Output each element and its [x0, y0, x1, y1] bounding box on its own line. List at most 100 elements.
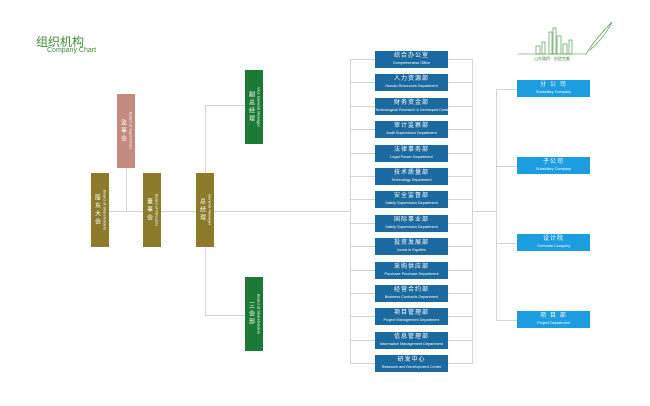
sub-connector — [496, 166, 517, 167]
general-manager-en: General Manager — [207, 194, 213, 226]
department-box-cn: 安全监督部 — [393, 192, 429, 200]
dept-connector-left — [350, 82, 375, 84]
subsidiary-box-en: Subsidiary Company — [535, 167, 572, 171]
dept-connector-left — [350, 152, 375, 154]
subsidiary-box-cn: 分 公 司 — [540, 81, 567, 88]
department-box-cn: 财务资金部 — [393, 98, 429, 106]
department-box-cn: 国际事业部 — [393, 215, 429, 223]
department-box-cn: 投资发展部 — [393, 239, 429, 247]
board-office-cn: 三会部 — [247, 302, 255, 326]
department-box-en: Purchase Purchase Department — [384, 271, 439, 276]
department-box-cn: 经营合约部 — [393, 286, 429, 293]
department-box-cn: 项目管理部 — [393, 309, 429, 317]
vice-gm-box[interactable]: Vice General Manager 副总经理 — [245, 70, 263, 144]
supervisors-en: Board of Supervisors — [128, 112, 134, 150]
dept-connector-right — [448, 105, 472, 107]
directors-en: Board of Directors — [154, 193, 160, 227]
dept-connector-left — [350, 222, 375, 224]
department-box-en: Invest in Equities — [397, 248, 426, 253]
company-logo: 山东路桥 · 创造完美 — [518, 21, 613, 61]
subsidiary-box-en: Overseas Company — [536, 244, 571, 248]
department-box-en: Comprehensive Office — [392, 61, 431, 65]
connector-main — [107, 211, 350, 212]
connector-dept-left — [350, 59, 351, 364]
dept-connector-left — [350, 269, 375, 271]
dept-connector-right — [448, 199, 472, 201]
board-office-box[interactable]: Board of Shareholders 三会部 — [245, 277, 263, 351]
subsidiary-box-en: Subsidiary Company — [535, 90, 572, 94]
connector-vice-gm — [205, 105, 245, 106]
shareholders-cn: 股东大会 — [93, 194, 101, 226]
department-box-cn: 研发中心 — [397, 356, 426, 364]
vice-gm-en: Vice General Manager — [256, 87, 262, 127]
department-box-cn: 法律事务部 — [393, 145, 429, 153]
supervisors-box[interactable]: Board of Supervisors 监事会 — [117, 94, 135, 168]
page-title: 组织机构 — [36, 35, 85, 49]
subsidiary-box-cn: 项 目 部 — [540, 312, 567, 319]
subsidiary-box-en: Project Department — [537, 321, 570, 325]
dept-connector-left — [350, 363, 375, 365]
department-box-en: Safety Supervision Department — [385, 224, 438, 229]
dept-connector-left — [350, 316, 375, 318]
connector-subs — [496, 89, 497, 320]
dept-connector-right — [448, 222, 472, 224]
department-box-en: Technological Research & Developed Cente… — [375, 107, 451, 112]
department-box[interactable]: 综合办公室 Comprehensive Office — [375, 51, 448, 68]
shareholders-box[interactable]: Board of Shareholders 股东大会 — [91, 173, 109, 247]
general-manager-box[interactable]: General Manager 总经理 — [196, 173, 214, 247]
dept-connector-right — [448, 246, 472, 248]
department-box-en: Audit Supervision Department — [386, 131, 437, 136]
subsidiary-box-cn: 设计院 — [542, 235, 564, 242]
directors-cn: 董事会 — [145, 198, 153, 222]
dept-connector-right — [448, 269, 472, 271]
svg-text:山东路桥 · 创造完美: 山东路桥 · 创造完美 — [534, 55, 570, 61]
department-box-cn: 信息管理部 — [393, 332, 429, 340]
connector-board-office — [205, 315, 245, 316]
dept-connector-right — [448, 82, 472, 84]
connector-subs-bridge — [472, 211, 496, 212]
department-box-cn: 采购供应部 — [393, 262, 429, 270]
shareholders-en: Board of Shareholders — [102, 189, 108, 231]
subsidiary-box-cn: 子公司 — [542, 158, 564, 165]
department-box-en: Legal Purser Department — [390, 154, 433, 159]
department-box-en: Information Management Department — [379, 341, 444, 346]
dept-connector-left — [350, 293, 375, 294]
dept-connector-right — [448, 59, 472, 60]
dept-connector-left — [350, 246, 375, 248]
department-box-cn: 技术质量部 — [393, 169, 429, 176]
sub-connector — [496, 243, 517, 244]
dept-connector-right — [448, 339, 472, 341]
general-manager-cn: 总经理 — [198, 198, 206, 222]
subsidiary-box[interactable]: 分 公 司 Subsidiary Company — [517, 80, 590, 97]
dept-connector-right — [448, 152, 472, 154]
dept-connector-left — [350, 176, 375, 177]
department-box-cn: 审计监察部 — [393, 122, 429, 130]
dept-connector-right — [448, 293, 472, 294]
department-box-en: Project Management Department — [383, 318, 440, 323]
department-box-cn: 综合办公室 — [393, 52, 429, 59]
subsidiary-box[interactable]: 设计院 Overseas Company — [517, 234, 590, 251]
subsidiary-box[interactable]: 子公司 Subsidiary Company — [517, 157, 590, 174]
directors-box[interactable]: Board of Directors 董事会 — [143, 173, 161, 247]
dept-connector-left — [350, 199, 375, 201]
dept-connector-left — [350, 59, 375, 60]
dept-connector-right — [448, 363, 472, 365]
dept-connector-right — [448, 176, 472, 177]
subsidiary-box[interactable]: 项 目 部 Project Department — [517, 311, 590, 328]
sub-connector — [496, 89, 517, 90]
department-box-en: Human Resources Department — [385, 84, 438, 89]
